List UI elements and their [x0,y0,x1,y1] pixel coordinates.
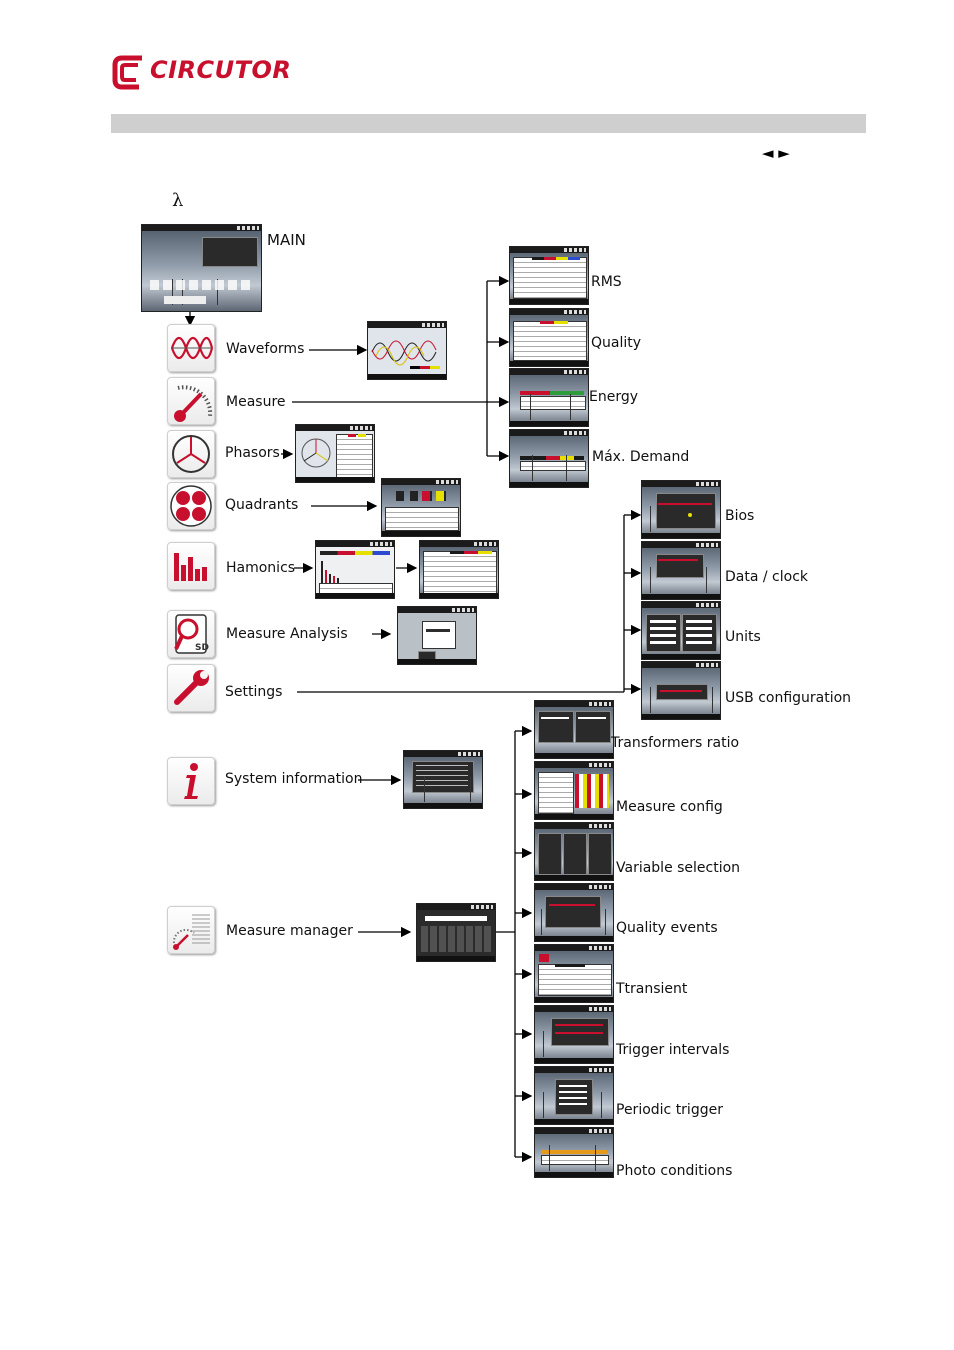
menu-label-waveforms: Waveforms [226,341,305,357]
info-icon[interactable] [167,757,215,805]
quadrants-screen-thumbnail [381,478,461,537]
settings-sub-label-bios: Bios [725,508,755,524]
waveforms-icon[interactable] [167,324,215,372]
settings-sub-label-units: Units [725,629,761,645]
phasors-screen-thumbnail [295,424,375,483]
units-screen-thumbnail [641,601,721,660]
circutor-logo-icon [112,55,142,90]
menu-label-system-information: System information [225,771,363,787]
manager-sub-label-measure-config: Measure config [616,799,723,815]
lambda-symbol: λ [172,190,184,211]
measure-sub-label-quality: Quality [591,335,642,351]
quality-events-screen-thumbnail [534,883,614,942]
rms-screen-thumbnail [509,246,589,305]
svg-text:SD: SD [195,643,209,653]
manager-sub-label-transient: Ttransient [616,981,688,997]
manager-sub-label-photo-conditions: Photo conditions [616,1163,733,1179]
settings-sub-label-usb-configuration: USB configuration [725,690,852,706]
measure-manager-icon[interactable] [167,906,215,954]
circutor-logo: CIRCUTOR [112,54,292,92]
transformers-ratio-screen-thumbnail [534,700,614,759]
transient-screen-thumbnail [534,944,614,1003]
manager-sub-label-transformers-ratio: Transformers ratio [611,735,740,751]
phasors-icon[interactable] [167,430,215,478]
menu-label-quadrants: Quadrants [225,497,299,513]
quadrants-icon[interactable] [167,482,215,530]
manager-sub-label-variable-selection: Variable selection [616,860,741,876]
measure-sub-label-energy: Energy [589,389,639,405]
wrench-icon[interactable] [167,664,215,712]
measure-sub-label-max-demand: Máx. Demand [592,449,690,465]
measure-config-screen-thumbnail [534,761,614,820]
menu-label-measure-analysis: Measure Analysis [226,626,348,642]
menu-label-harmonics: Hamonics [226,560,296,576]
menu-label-measure-manager: Measure manager [226,923,353,939]
usb-configuration-screen-thumbnail [641,661,721,720]
system-information-screen-thumbnail [403,750,483,809]
menu-label-settings: Settings [225,684,283,700]
periodic-trigger-screen-thumbnail [534,1066,614,1125]
energy-screen-thumbnail [509,368,589,427]
measure-sub-label-rms: RMS [591,274,622,290]
photo-conditions-screen-thumbnail [534,1127,614,1178]
manager-sub-label-trigger-intervals: Trigger intervals [616,1042,730,1058]
manager-sub-label-quality-events: Quality events [616,920,718,936]
brand-name: CIRCUTOR [150,56,292,84]
main-label: MAIN [267,231,306,249]
measure-manager-screen-thumbnail [416,903,496,962]
nav-arrows-icon: ◄ ► [762,144,790,162]
measure-gauge-icon[interactable] [167,377,215,425]
measure-analysis-screen-thumbnail [397,606,477,665]
trigger-intervals-screen-thumbnail [534,1005,614,1064]
max-demand-screen-thumbnail [509,429,589,488]
harmonics-table-screen-thumbnail [419,540,499,599]
data-clock-screen-thumbnail [641,541,721,600]
section-bar [111,114,866,133]
harmonics-icon[interactable] [167,542,215,590]
main-screen-thumbnail [141,224,262,312]
menu-label-measure: Measure [226,394,286,410]
sd-analysis-icon[interactable]: SD [167,610,215,658]
settings-sub-label-data-clock: Data / clock [725,569,809,585]
waveforms-screen-thumbnail [367,321,447,380]
menu-label-phasors: Phasors [225,445,280,461]
harmonics-bar-screen-thumbnail [315,540,395,599]
bios-screen-thumbnail [641,480,721,539]
variable-selection-screen-thumbnail [534,822,614,881]
quality-screen-thumbnail [509,308,589,367]
manager-sub-label-periodic-trigger: Periodic trigger [616,1102,723,1118]
